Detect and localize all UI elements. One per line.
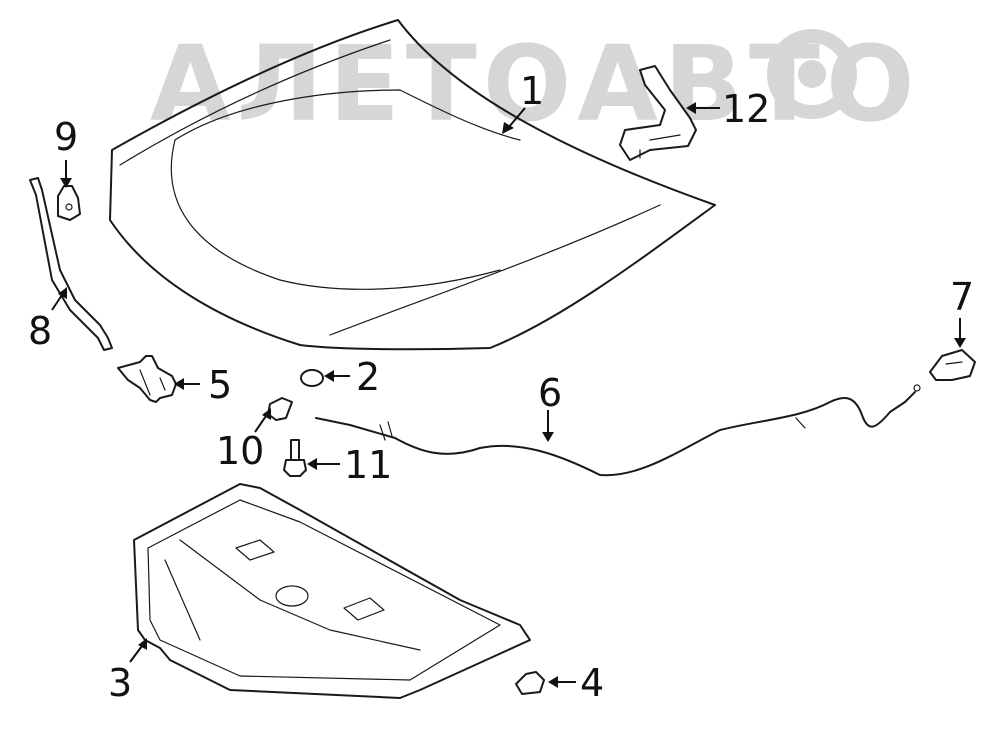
callout-4: 4 <box>580 661 604 705</box>
callout-12: 12 <box>722 87 770 131</box>
part-grommet <box>300 369 324 387</box>
callout-numbers: 1 2 3 4 5 6 7 8 9 10 11 12 <box>28 69 974 705</box>
part-support-rod <box>29 177 113 351</box>
part-hinge <box>619 65 697 161</box>
callout-11: 11 <box>344 443 392 487</box>
part-insulator <box>133 483 531 699</box>
part-latch <box>117 355 177 403</box>
part-release-handle <box>929 349 976 381</box>
callout-2: 2 <box>356 355 380 399</box>
callout-9: 9 <box>54 115 78 159</box>
watermark-logo-icon <box>767 29 857 119</box>
leaders <box>51 102 966 688</box>
part-clip <box>267 397 293 421</box>
callout-1: 1 <box>520 69 544 113</box>
callout-8: 8 <box>28 309 52 353</box>
callout-5: 5 <box>208 363 232 407</box>
part-bolt <box>283 439 307 477</box>
part-hood <box>109 19 716 351</box>
callout-10: 10 <box>216 429 264 473</box>
part-release-cable <box>315 384 921 477</box>
callout-7: 7 <box>950 275 974 319</box>
watermark: АЛЕТОАВТО <box>150 23 914 145</box>
part-stay-holder <box>57 185 81 221</box>
callout-6: 6 <box>538 371 562 415</box>
part-push-clip <box>515 671 545 695</box>
callout-3: 3 <box>108 661 132 705</box>
